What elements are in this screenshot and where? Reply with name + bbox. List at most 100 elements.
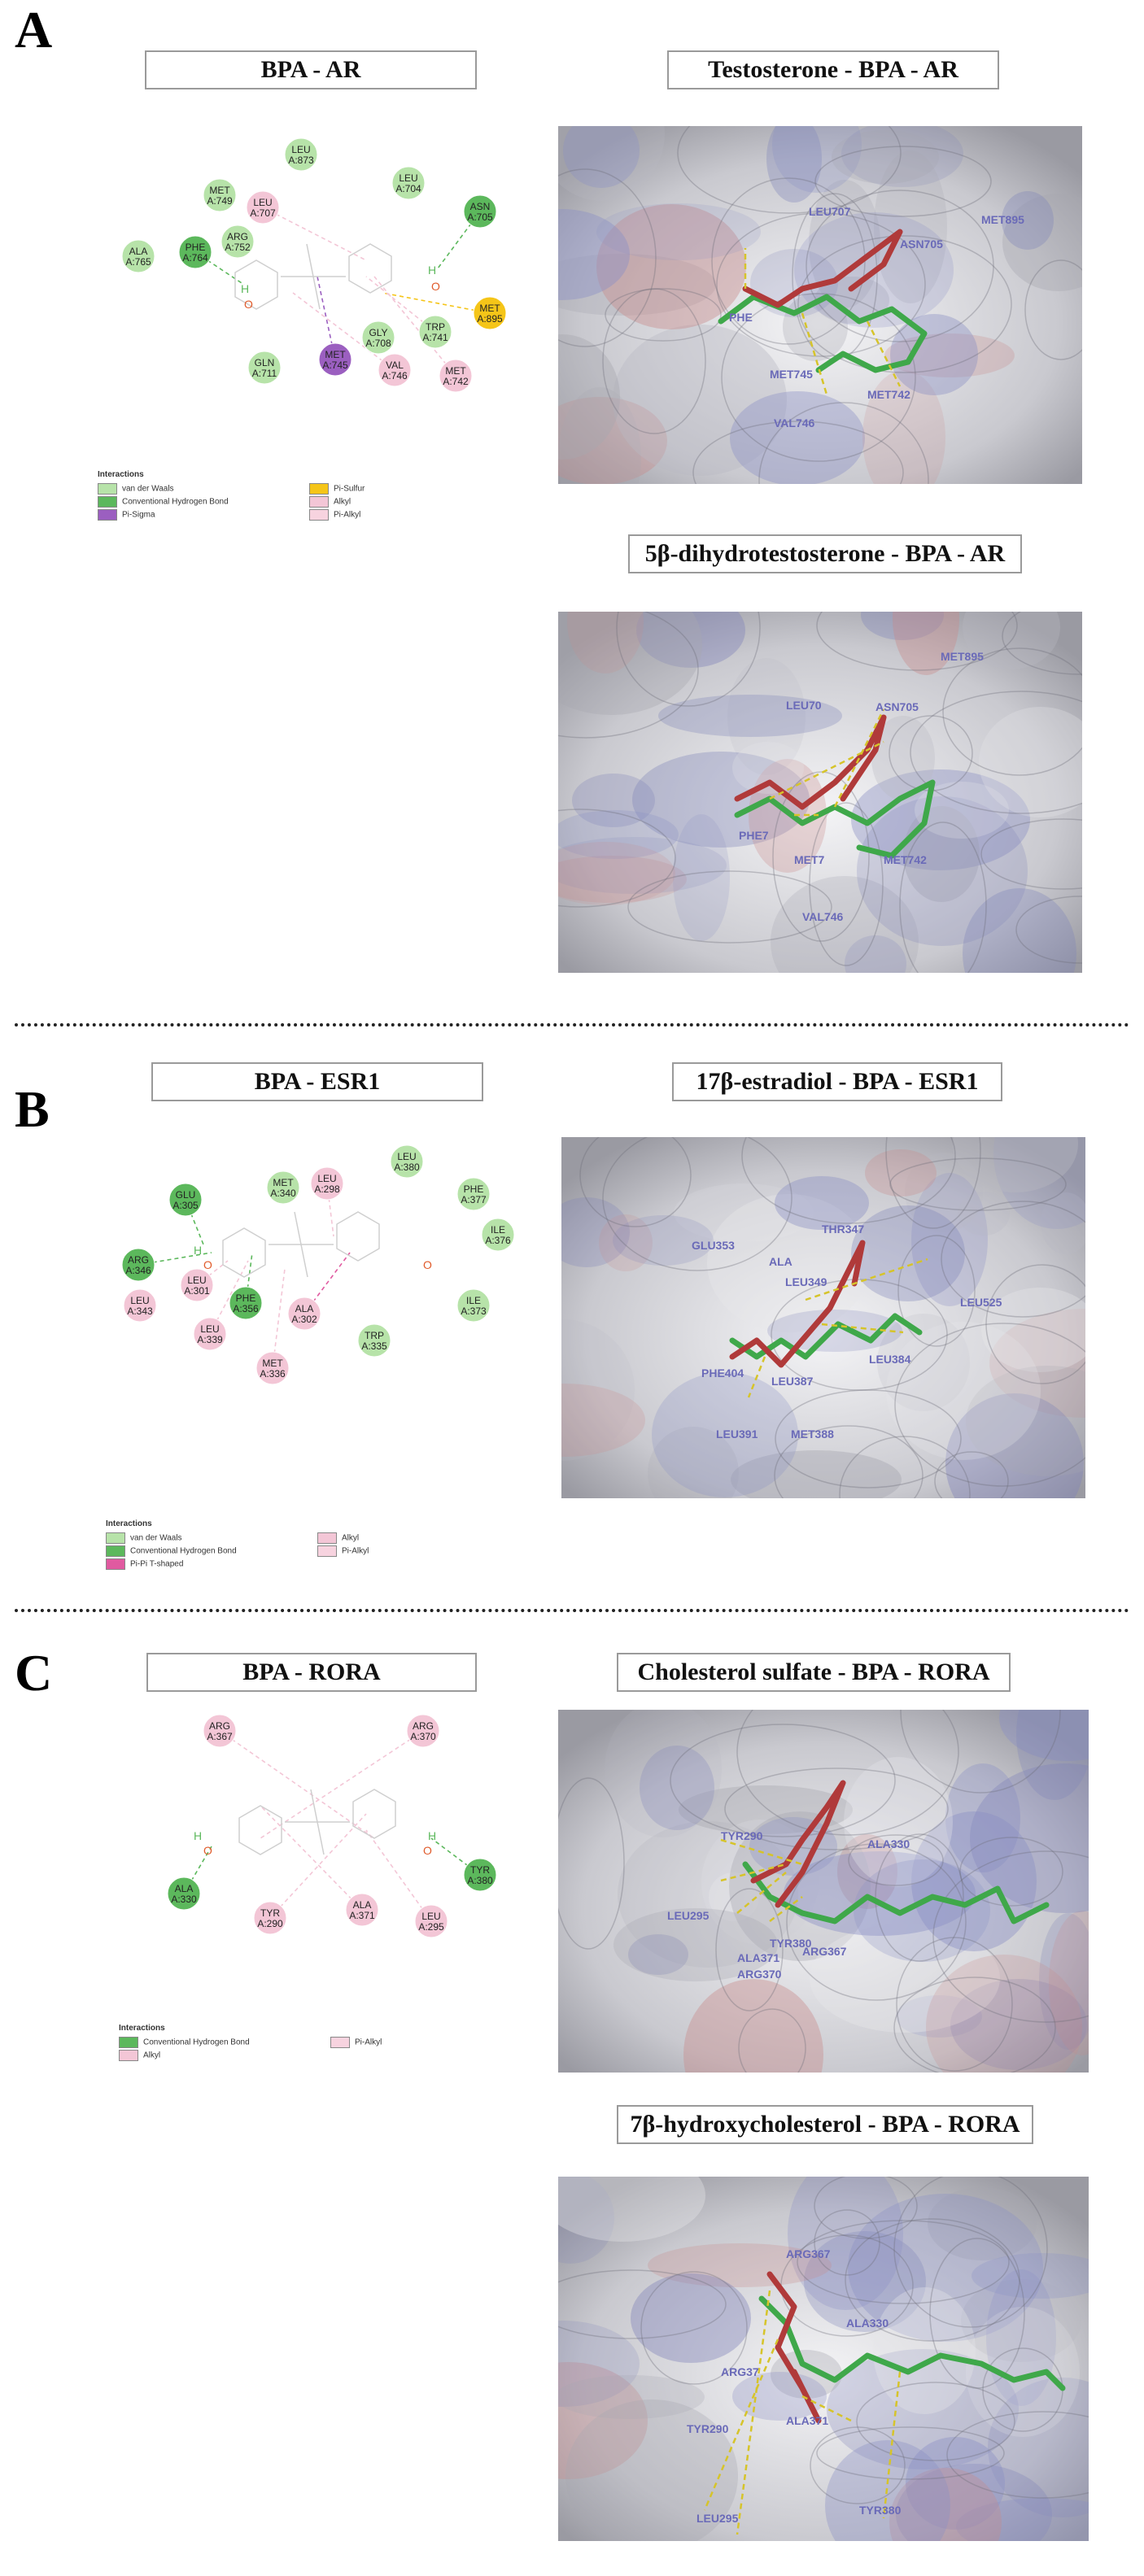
- surface-contour: [896, 1937, 1013, 2072]
- svg-text:A:746: A:746: [382, 370, 408, 381]
- legend-swatch: [309, 496, 329, 508]
- residue-label: TYR380: [859, 2504, 902, 2517]
- surface-contour: [715, 1888, 784, 2012]
- svg-text:A:708: A:708: [365, 338, 391, 349]
- svg-text:GLY: GLY: [369, 327, 387, 338]
- surface-patch: [679, 1785, 853, 1834]
- svg-text:A:373: A:373: [461, 1305, 487, 1317]
- surface-contour: [1015, 896, 1082, 964]
- svg-text:MET: MET: [479, 303, 500, 314]
- interaction-dash: [866, 320, 902, 387]
- surface-patch: [966, 2307, 1080, 2437]
- residue-label: LEU387: [771, 1375, 814, 1388]
- surface-patch: [953, 1137, 1078, 1192]
- legend-item: Pi-Pi T-shaped: [106, 1558, 183, 1570]
- surface-contour: [929, 2238, 1025, 2389]
- surface-contour: [797, 235, 1012, 373]
- surface-patch: [851, 1205, 965, 1301]
- residue-label: ARG37: [721, 2365, 759, 2378]
- atom-label: O: [423, 1258, 432, 1271]
- surface-patch: [613, 1908, 778, 1981]
- svg-text:A:298: A:298: [314, 1183, 340, 1195]
- atom-label: H: [194, 1244, 202, 1257]
- residue-label: PHE: [729, 311, 753, 324]
- surface-patch: [632, 752, 810, 848]
- svg-text:LEU: LEU: [399, 172, 417, 184]
- residue-label: LEU295: [667, 1909, 710, 1922]
- svg-text:PHE: PHE: [186, 242, 206, 253]
- residue-label: PHE7: [739, 829, 769, 842]
- legend-swatch: [119, 2037, 138, 2048]
- svg-text:ARG: ARG: [413, 1720, 434, 1732]
- legend-label: van der Waals: [122, 484, 174, 494]
- surface-patch: [652, 1372, 798, 1497]
- surface-patch: [558, 842, 675, 905]
- svg-text:ALA: ALA: [175, 1883, 194, 1894]
- interaction-dash: [769, 740, 884, 800]
- svg-text:LEU: LEU: [291, 144, 310, 155]
- residue-label: VAL746: [774, 416, 815, 429]
- surface-patch: [596, 204, 746, 329]
- legend-item: Pi-Alkyl: [317, 1545, 369, 1557]
- legend-swatch: [330, 2037, 350, 2048]
- surface-patch: [707, 1194, 870, 1332]
- svg-text:MET: MET: [209, 185, 230, 196]
- residue-label: ALA371: [786, 2414, 828, 2427]
- svg-text:ARG: ARG: [128, 1254, 149, 1266]
- surface-patch: [709, 1872, 759, 1921]
- legend-label: Pi-Alkyl: [355, 2038, 382, 2047]
- surface-patch: [561, 1384, 645, 1457]
- svg-text:TYR: TYR: [470, 1864, 490, 1876]
- ligand-bpa: [766, 2271, 822, 2424]
- surface-patch: [889, 2468, 1002, 2541]
- svg-text:A:290: A:290: [257, 1918, 283, 1929]
- residue-label: LEU295: [696, 2512, 739, 2525]
- surface-patch: [784, 1851, 976, 1936]
- legend-label: Pi-Alkyl: [342, 1546, 369, 1556]
- residue-label: LEU391: [716, 1427, 758, 1441]
- interaction-dash: [736, 2290, 771, 2535]
- surface-patch: [558, 810, 679, 859]
- surface-patch: [861, 612, 944, 640]
- legend-swatch: [106, 1532, 125, 1544]
- atom-label: O: [203, 1258, 212, 1271]
- surface-patch: [596, 203, 761, 260]
- interaction-line: [437, 211, 481, 269]
- surface-patch: [1039, 1913, 1089, 2050]
- surface-patch: [832, 130, 939, 184]
- interaction-dash: [720, 1863, 787, 1882]
- svg-text:ALA: ALA: [353, 1899, 372, 1911]
- interaction-line: [365, 1829, 432, 1922]
- surface-contour: [894, 1323, 1085, 1487]
- legend-item: Conventional Hydrogen Bond: [119, 2037, 250, 2048]
- surface-contour: [985, 1264, 1085, 1384]
- surface-contour: [934, 1451, 1009, 1498]
- legend-label: Pi-Alkyl: [334, 510, 361, 520]
- surface-contour: [814, 2209, 880, 2276]
- surface-patch: [628, 1934, 688, 1975]
- svg-text:ALA: ALA: [129, 246, 148, 257]
- surface-contour: [885, 1137, 981, 1229]
- interaction-dash: [720, 1838, 803, 1866]
- surface-patch: [827, 2349, 1019, 2469]
- surface-contour: [946, 2411, 1089, 2499]
- legend-swatch: [317, 1532, 337, 1544]
- protein-surface: [558, 2177, 1089, 2541]
- surface-patch: [893, 612, 959, 675]
- svg-text:A:873: A:873: [288, 155, 314, 166]
- residue-label: PHE404: [701, 1366, 744, 1380]
- surface-patch: [809, 180, 880, 308]
- surface-patch: [599, 1214, 653, 1271]
- residue-label: TYR290: [687, 2422, 729, 2435]
- legend-swatch: [309, 509, 329, 521]
